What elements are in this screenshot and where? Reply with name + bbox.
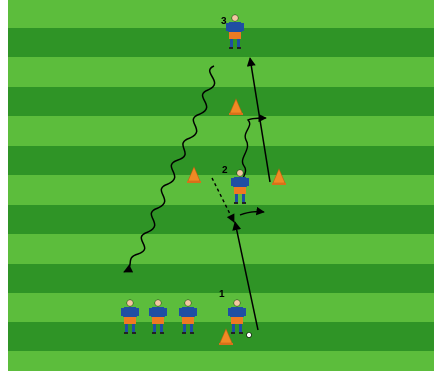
pitch-surface — [8, 0, 434, 371]
player-1-label: 1 — [219, 289, 225, 300]
player-2-label: 2 — [222, 165, 228, 176]
player-3-label: 3 — [221, 16, 227, 27]
ball-icon — [247, 333, 252, 338]
